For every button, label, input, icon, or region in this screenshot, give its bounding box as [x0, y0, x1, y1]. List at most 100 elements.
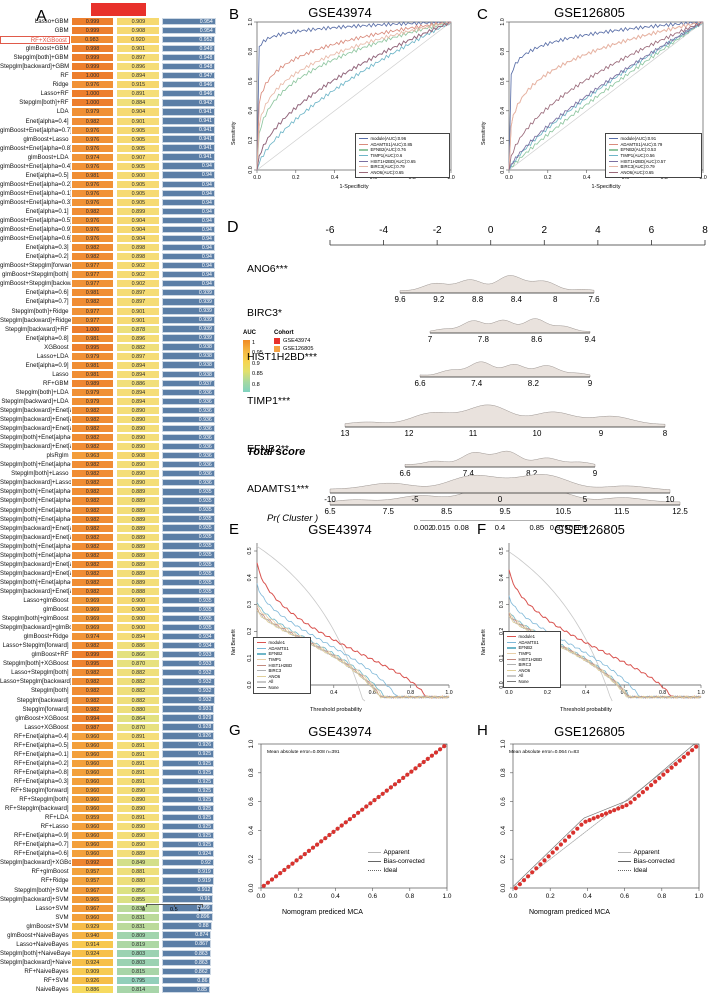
mean-auc-value: 0.938	[198, 362, 212, 369]
legend-label: Bias-corrected	[383, 858, 425, 865]
mean-auc-value: 0.948	[199, 63, 213, 70]
mean-auc-bar: 0.941	[162, 153, 216, 161]
auc-cell-gse43974: 0.982	[70, 478, 115, 488]
mean-auc-bar: 0.936	[162, 479, 215, 487]
auc-cell-gse126805: 0.898	[116, 252, 161, 262]
total-score-tick-label: -10	[324, 495, 336, 504]
model-name: Stepglm[both]+LDA	[15, 388, 69, 396]
nomogram-tick-label: 9	[592, 469, 598, 478]
mean-auc-bar: 0.933	[162, 660, 215, 668]
auc-cell-gse43974: 0.969	[70, 623, 115, 633]
auc-cell-gse126805: 0.891	[116, 767, 161, 777]
auc-cell-gse126805: 0.870	[116, 659, 161, 669]
auc-cell-gse126805: 0.904	[116, 225, 161, 235]
table-row: Stepglm[both]+Enet[alpha=0.7]0.9820.8890…	[0, 487, 215, 497]
mean-auc-value: 0.941	[199, 145, 213, 152]
legend-label: TIMP1(AUC):0.6	[370, 153, 403, 159]
auc-cell-gse126805: 0.889	[116, 568, 161, 578]
x-tick-label: 0.0	[505, 690, 512, 696]
auc-cell-gse126805: 0.890	[116, 424, 161, 434]
auc-cell-gse43974: 0.983	[69, 35, 114, 45]
mean-auc-bar: 0.932	[162, 678, 215, 686]
mean-auc-bar-wrap: 0.936	[162, 469, 215, 478]
model-name: RF+Enet[alpha=0.2]	[14, 759, 69, 767]
y-tick-label: 0.0	[248, 166, 254, 174]
nomogram-variable-name: EFNB2**	[247, 443, 290, 455]
auc-cell-gse43974: 0.982	[70, 469, 115, 479]
mean-auc-bar: 0.954	[162, 17, 216, 26]
model-name: Enet[alpha=0.1]	[25, 207, 69, 215]
mean-auc-value: 0.936	[198, 398, 212, 405]
legend-color-line	[359, 155, 368, 157]
legend-label: Ideal	[633, 867, 648, 874]
mean-auc-bar-wrap: 0.938	[162, 370, 215, 379]
y-tick-label: 0.0	[247, 681, 253, 688]
model-name: Lasso+Stepglm[forward]	[2, 642, 69, 650]
auc-cell-gse43974: 0.969	[70, 596, 115, 606]
legend-color-line	[257, 670, 266, 672]
mean-auc-value: 0.938	[198, 344, 212, 351]
model-name: Stepglm[backward]+XGBoost	[0, 859, 71, 867]
auc-cell-gse126805: 0.880	[116, 704, 161, 714]
model-name: Stepglm[backward]+GBM	[0, 63, 70, 71]
mean-auc-bar: 0.939	[162, 298, 215, 306]
panel-h-annotation: Mean absolute error=0.064 n=83	[509, 750, 579, 755]
auc-cell-gse43974: 0.924	[70, 948, 115, 958]
y-tick-label: 0.4	[499, 574, 505, 581]
mean-auc-value: 0.941	[199, 109, 213, 116]
legend-row: None	[257, 685, 307, 691]
mean-auc-bar: 0.954	[162, 26, 216, 35]
model-name: RF+Enet[alpha=0.8]	[14, 768, 69, 776]
mean-auc-value: 0.94	[201, 190, 212, 197]
auc-cell-gse126805: 0.889	[116, 523, 161, 533]
mean-auc-value: 0.863	[194, 950, 208, 957]
auc-cell-gse43974: 0.969	[70, 605, 115, 615]
mean-auc-bar-wrap: 0.938	[162, 343, 215, 352]
auc-cell-gse126805: 0.899	[116, 206, 161, 217]
mean-auc-bar-wrap: 0.926	[162, 741, 215, 750]
panel-h-xlabel: Nomogram prediced MCA	[529, 909, 610, 916]
legend-label: module1	[518, 634, 535, 640]
pr-cluster-tick-label: 0.4	[494, 523, 506, 532]
mean-auc-value: 0.94	[201, 262, 212, 269]
mean-auc-value: 0.932	[198, 679, 212, 686]
auc-cell-gse126805: 0.870	[116, 722, 161, 732]
auc-cell-gse43974: 1.000	[70, 89, 115, 99]
y-tick-label: 0.1	[499, 654, 505, 661]
mean-auc-bar: 0.932	[162, 696, 215, 704]
mean-auc-value: 0.948	[199, 54, 213, 61]
mean-auc-value: 0.928	[198, 724, 212, 731]
auc-cell-gse43974: 0.957	[70, 867, 115, 877]
mean-auc-value: 0.939	[198, 290, 212, 297]
mean-auc-value: 0.936	[198, 480, 212, 487]
auc-cell-gse43974: 0.926	[70, 975, 115, 986]
mean-auc-bar-wrap: 0.94	[162, 243, 215, 252]
mean-auc-bar: 0.928	[162, 723, 215, 731]
auc-cell-gse43974: 0.982	[70, 505, 115, 515]
nomogram-variable-name: HIST1H2BD***	[247, 351, 318, 363]
model-name: Enet[alpha=0.8]	[25, 334, 69, 342]
auc-cell-gse43974: 1.000	[70, 98, 115, 108]
x-tick-label: 1.0	[447, 175, 455, 181]
legend-row: TIMP1(AUC):0.6	[359, 153, 446, 159]
mean-auc-bar-wrap: 0.94	[162, 225, 215, 234]
axis-tick-label: 1	[198, 907, 202, 913]
model-name: RF+Enet[alpha=0.4]	[14, 732, 69, 740]
x-tick-label: 0.4	[331, 893, 340, 900]
mean-auc-bar-wrap: 0.925	[162, 831, 215, 840]
y-tick-label: 1.0	[248, 18, 254, 26]
auc-cell-gse126805: 0.900	[116, 614, 161, 624]
auc-cell-gse126805: 0.803	[116, 957, 161, 967]
legend-label: Apparent	[633, 849, 660, 856]
mean-auc-bar: 0.94	[162, 234, 215, 243]
